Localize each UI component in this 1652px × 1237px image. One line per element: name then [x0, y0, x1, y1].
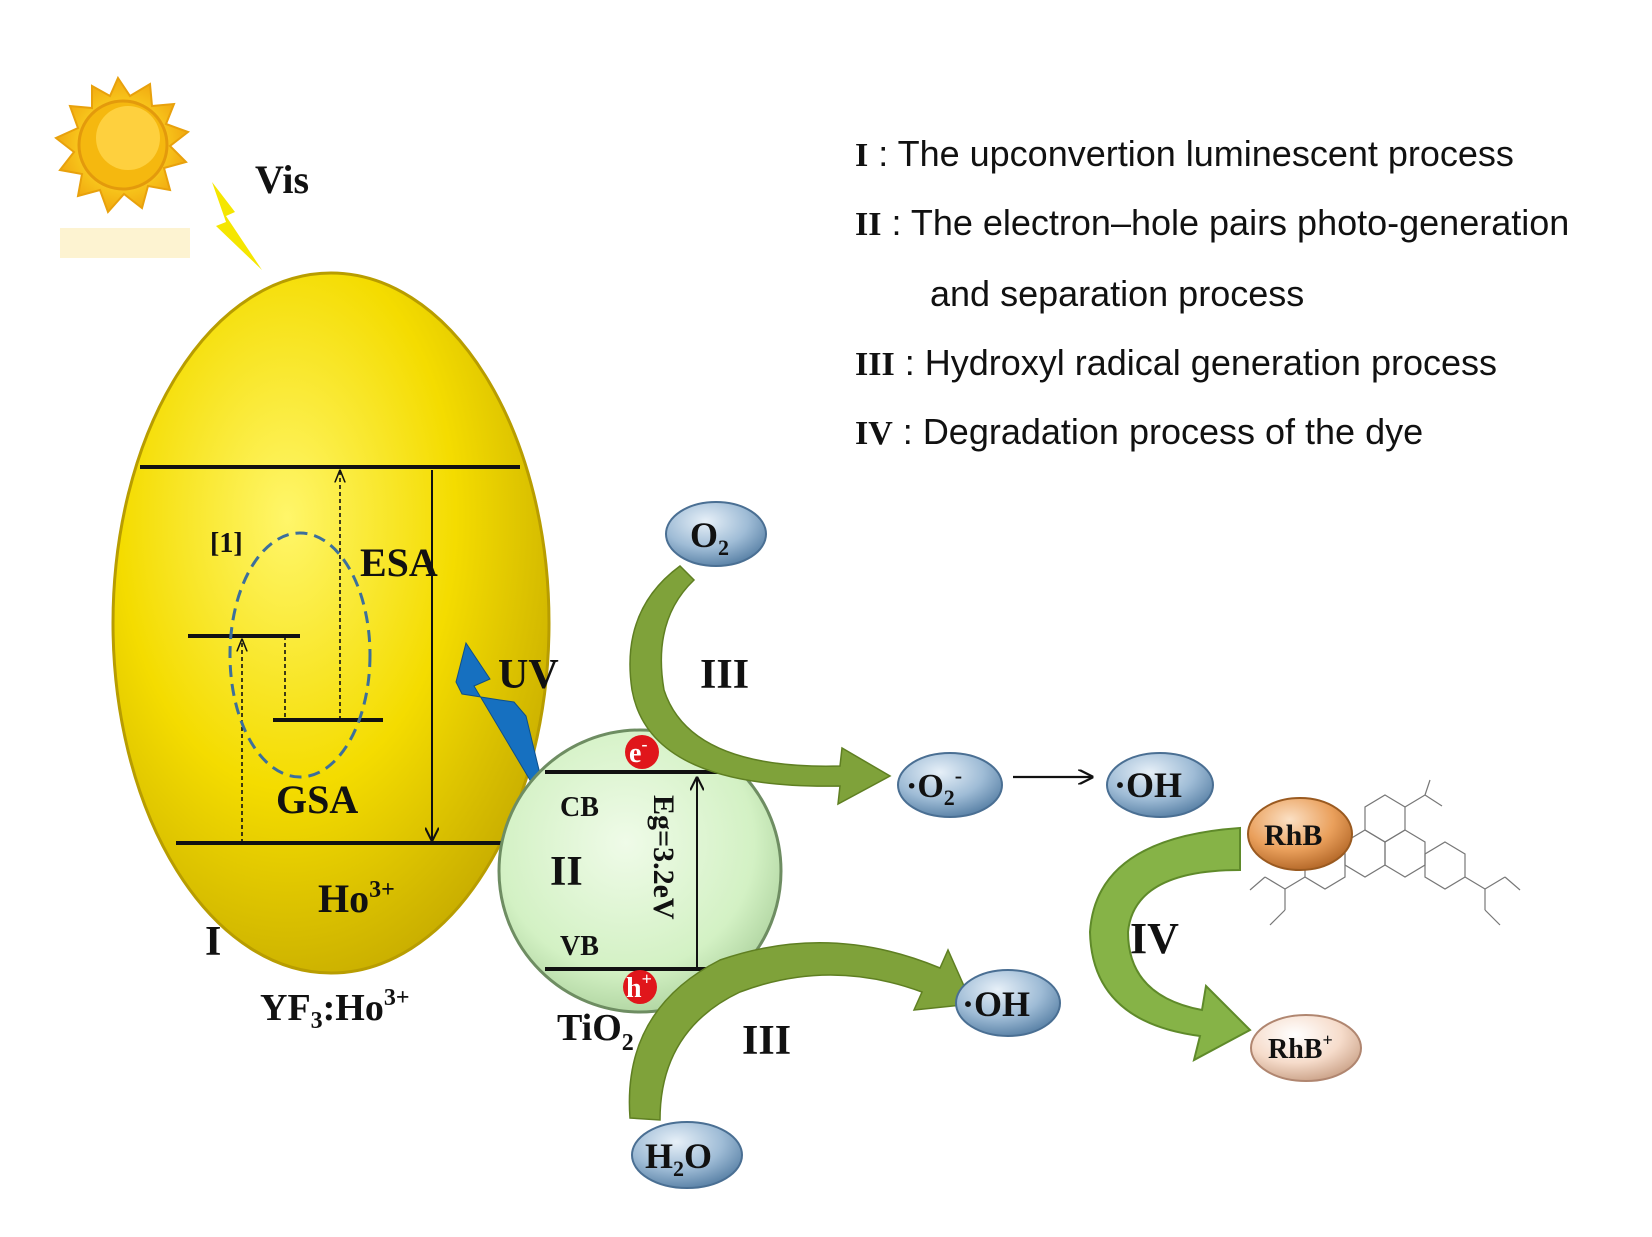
yf3-particle [111, 271, 551, 975]
bracket-label: [1] [210, 528, 243, 559]
rhb-label: RhB [1264, 819, 1322, 852]
vis-lightning-icon [212, 182, 262, 270]
stage-III-top-label: III [700, 652, 749, 698]
tio2-particle [497, 728, 783, 1014]
h2o-label: H2O [645, 1136, 712, 1181]
ho-ion-label: Ho3+ [318, 876, 395, 921]
arrow-h2o-to-oh [628, 942, 974, 1121]
rhb-molecule-structure [1249, 779, 1521, 926]
stage-I-label: I [205, 919, 221, 965]
stage-IV-label: IV [1130, 914, 1179, 963]
arrow-o2-to-superoxide [629, 565, 892, 806]
o2-bubble: O2 [665, 501, 767, 567]
rhb-plus-label: RhB+ [1268, 1030, 1333, 1065]
o2-label: O2 [690, 515, 729, 560]
h2o-bubble: H2O [631, 1121, 743, 1189]
vb-label: VB [560, 931, 599, 962]
rhb-bubble: RhB [1247, 797, 1353, 871]
legend-item-4: IV : Degradation process of the dye [855, 411, 1423, 452]
energy-transfer-loop [228, 531, 372, 779]
hole-icon [623, 970, 657, 1004]
cb-label: CB [560, 792, 599, 823]
vis-label: Vis [255, 157, 309, 202]
oh-top-bubble: ·OH [1106, 752, 1214, 818]
legend-item-1: I : The upconvertion luminescent process [855, 133, 1514, 174]
oh-bottom-bubble: ·OH [955, 969, 1061, 1037]
sun-icon [54, 75, 191, 258]
gsa-label: GSA [276, 777, 358, 822]
legend: I : The upconvertion luminescent process… [855, 133, 1569, 452]
electron-label: e- [629, 734, 647, 769]
bandgap-label: Eg=3.2eV [647, 795, 680, 920]
legend-item-3: III : Hydroxyl radical generation proces… [855, 342, 1497, 383]
degradation-arrow [1088, 826, 1252, 1062]
stage-II-label: II [550, 849, 583, 895]
oh-top-label: ·OH [1114, 765, 1182, 805]
tio2-label: TiO2 [557, 1007, 634, 1056]
rhb-plus-bubble: RhB+ [1250, 1014, 1362, 1082]
electron-icon [625, 735, 659, 769]
esa-label: ESA [360, 540, 438, 585]
legend-item-2-continuation: and separation process [930, 273, 1304, 314]
superoxide-bubble: ·O2- [897, 752, 1003, 818]
yf3-ho-label: YF3:Ho3+ [260, 985, 410, 1034]
hole-label: h+ [626, 969, 652, 1004]
legend-item-2: II : The electron–hole pairs photo-gener… [855, 202, 1569, 243]
superoxide-label: ·O2- [906, 763, 962, 810]
oh-bottom-label: ·OH [962, 984, 1030, 1024]
stage-III-bottom-label: III [742, 1018, 791, 1064]
uv-label: UV [498, 652, 559, 698]
